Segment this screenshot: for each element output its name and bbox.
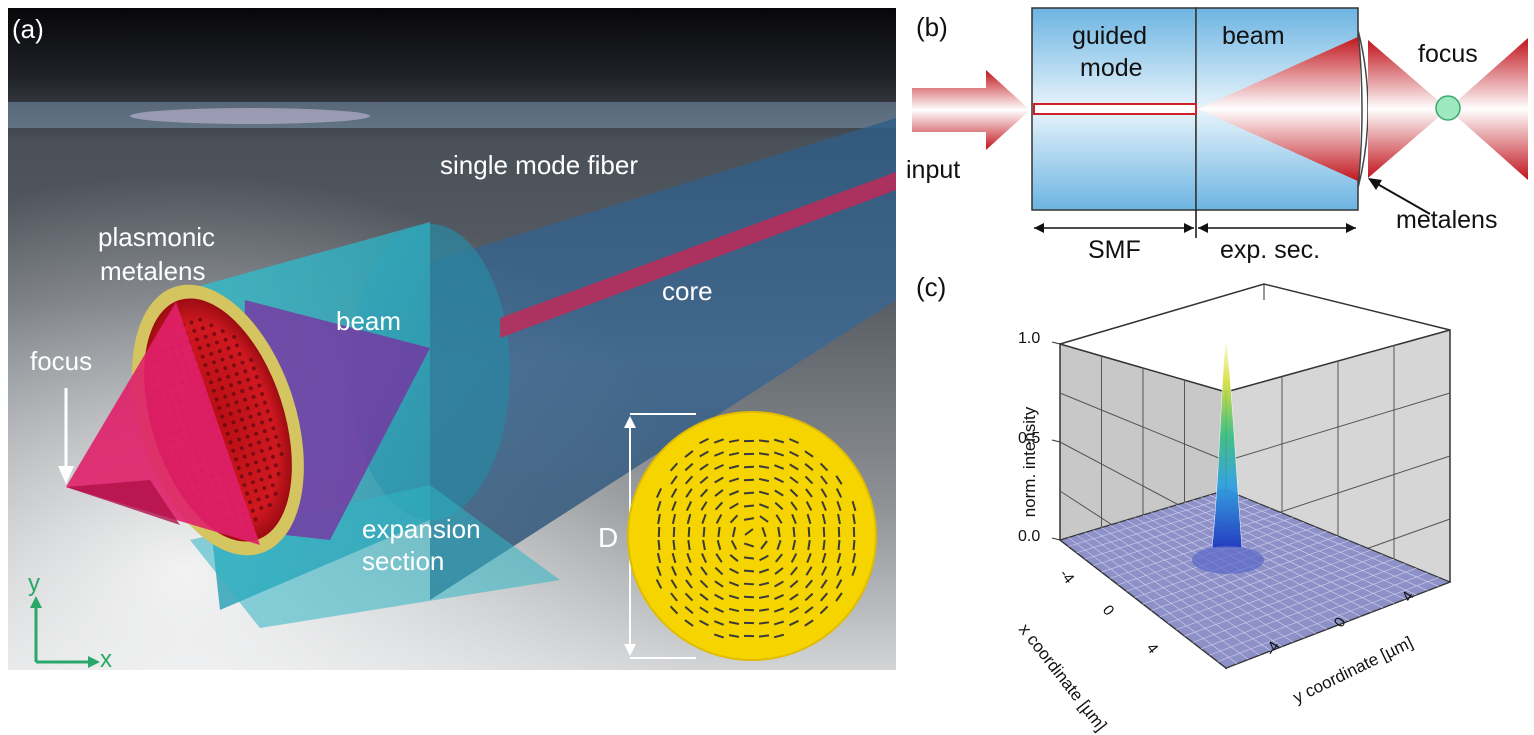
expansion-label-line1: expansion	[362, 514, 481, 545]
focus-label-b: focus	[1418, 40, 1478, 69]
metalens-label-b: metalens	[1396, 206, 1497, 235]
plasmonic-label-line2: metalens	[100, 256, 206, 287]
axis-y-label: y	[28, 570, 40, 598]
expansion-label-line2: section	[362, 546, 444, 577]
z-axis-label: norm. intensity	[1020, 362, 1040, 562]
panel-c-tag: (c)	[916, 272, 946, 303]
panel-a-tag: (a)	[12, 14, 44, 45]
smf-label: SMF	[1088, 236, 1141, 265]
plasmonic-label-line1: plasmonic	[98, 222, 215, 253]
z-tick-1: 1.0	[1018, 330, 1040, 348]
single-mode-fiber-label: single mode fiber	[440, 150, 638, 181]
beam-label-b: beam	[1222, 22, 1285, 51]
diameter-label: D	[598, 522, 618, 554]
beam-label-a: beam	[336, 306, 401, 337]
guided-label-line1: guided	[1072, 22, 1147, 51]
guided-mode-line	[1034, 104, 1196, 114]
input-arrow	[912, 70, 1030, 150]
panel-b-tag: (b)	[916, 12, 948, 43]
focus-label-a: focus	[30, 346, 92, 377]
core-label: core	[662, 276, 713, 307]
figure-canvas	[0, 0, 1534, 704]
panel-a	[8, 8, 896, 670]
axis-x-label: x	[100, 646, 112, 674]
input-label: input	[906, 156, 960, 185]
guided-label-line2: mode	[1080, 54, 1143, 83]
exp-sec-label: exp. sec.	[1220, 236, 1320, 265]
focus-dot	[1436, 96, 1460, 120]
